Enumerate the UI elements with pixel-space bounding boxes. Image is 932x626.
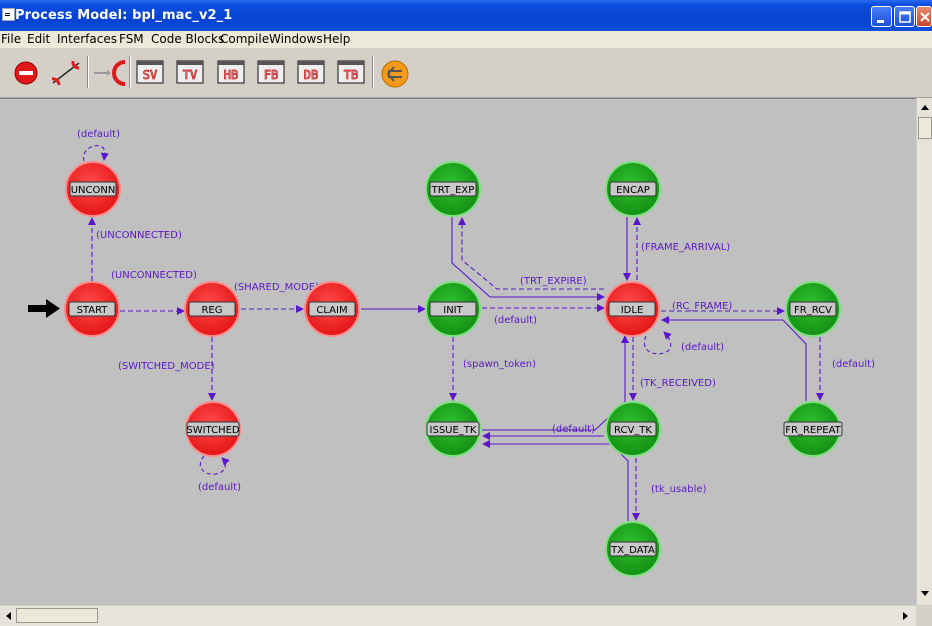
menu-bar: File Edit Interfaces FSM Code Blocks Com…: [0, 31, 932, 48]
menu-edit[interactable]: Edit: [27, 32, 51, 46]
transition-idle-default[interactable]: [644, 331, 672, 355]
state-encap[interactable]: ENCAP: [605, 161, 661, 217]
svg-text:SWITCHED: SWITCHED: [186, 425, 240, 436]
transition-label: (tk_usable): [651, 484, 707, 495]
transition-label: (default): [832, 359, 875, 370]
svg-text:RCV_TK: RCV_TK: [614, 425, 652, 436]
svg-text:IDLE: IDLE: [621, 305, 644, 316]
svg-text:FR_RCV: FR_RCV: [794, 305, 832, 316]
toolbar-separator: [87, 56, 89, 88]
svg-text:HB: HB: [224, 68, 238, 82]
state-trt-exp[interactable]: TRT_EXP: [425, 161, 481, 217]
svg-text:TV: TV: [183, 68, 197, 82]
maximize-button[interactable]: [894, 6, 915, 27]
toolbar: SV TV HB FB DB TB: [0, 48, 932, 98]
initial-state-icon[interactable]: [93, 60, 127, 86]
transition-label: (spawn_token): [463, 359, 536, 370]
svg-text:ENCAP: ENCAP: [616, 185, 650, 196]
state-issue-tk[interactable]: ISSUE_TK: [425, 401, 481, 457]
transition-label: (default): [77, 129, 120, 140]
state-claim[interactable]: CLAIM: [304, 281, 360, 337]
compile-icon[interactable]: [380, 59, 410, 89]
menu-fsm[interactable]: FSM: [119, 32, 144, 46]
scroll-down-icon[interactable]: [920, 590, 930, 598]
toolbar-separator: [372, 56, 374, 88]
fsm-diagram[interactable]: (default) (UNCONNECTED) (UNCONNECTED) (S…: [0, 98, 916, 605]
svg-text:DB: DB: [304, 68, 318, 82]
scroll-right-icon[interactable]: [902, 611, 910, 621]
transition-label: (default): [494, 315, 537, 326]
state-reg[interactable]: REG: [184, 281, 240, 337]
app-icon[interactable]: [2, 8, 15, 21]
menu-help[interactable]: Help: [323, 32, 351, 46]
scroll-up-icon[interactable]: [920, 103, 930, 111]
svg-text:TRT_EXP: TRT_EXP: [431, 185, 475, 196]
toolbar-separator: [129, 56, 131, 88]
minimize-button[interactable]: [871, 6, 892, 27]
window-title: Process Model: bpl_mac_v2_1: [15, 8, 233, 23]
transition-label: (UNCONNECTED): [96, 230, 182, 241]
transition-label: (FRAME_ARRIVAL): [641, 242, 730, 253]
transition-label: (UNCONNECTED): [111, 270, 197, 281]
transition-label: (TRT_EXPIRE): [520, 276, 587, 287]
function-block-button[interactable]: FB: [257, 60, 285, 84]
svg-text:START: START: [77, 305, 109, 316]
stop-icon[interactable]: [13, 61, 41, 85]
transition-frrepeat-idle[interactable]: [661, 316, 807, 401]
transition-label: (RC_FRAME): [672, 301, 732, 312]
initial-state-arrow: [28, 299, 60, 318]
svg-text:ISSUE_TK: ISSUE_TK: [430, 425, 477, 436]
transition-trtexp-idle[interactable]: [451, 217, 605, 301]
horizontal-scrollbar[interactable]: [0, 605, 916, 626]
horizontal-scroll-thumb[interactable]: [16, 608, 98, 623]
state-unconn[interactable]: UNCONN: [65, 161, 121, 217]
transition-label: (TK_RECEIVED): [640, 378, 716, 389]
transition-label: (SWITCHED_MODE): [118, 361, 215, 372]
menu-windows[interactable]: Windows: [269, 32, 323, 46]
svg-text:FR_REPEAT: FR_REPEAT: [785, 425, 841, 436]
svg-text:CLAIM: CLAIM: [316, 305, 347, 316]
menu-interfaces[interactable]: Interfaces: [57, 32, 117, 46]
svg-text:TX_DATA: TX_DATA: [610, 545, 655, 556]
transition-issuetk-idle[interactable]: [482, 335, 629, 431]
state-switched[interactable]: SWITCHED: [185, 401, 241, 457]
svg-text:TB: TB: [344, 68, 358, 82]
menu-code-blocks[interactable]: Code Blocks: [151, 32, 225, 46]
state-fr-rcv[interactable]: FR_RCV: [785, 281, 841, 337]
menu-compile[interactable]: Compile: [220, 32, 270, 46]
transition-label: (default): [681, 342, 724, 353]
svg-text:FB: FB: [264, 68, 278, 82]
transition-label: (default): [198, 482, 241, 493]
transition-switched-default[interactable]: [199, 455, 230, 475]
svg-text:REG: REG: [201, 305, 222, 316]
transition-icon[interactable]: [49, 59, 85, 87]
scrollbar-corner: [916, 605, 932, 625]
transition-unconn-default[interactable]: [83, 145, 109, 162]
state-variables-button[interactable]: SV: [136, 60, 164, 84]
svg-text:SV: SV: [143, 68, 157, 82]
state-fr-repeat[interactable]: FR_REPEAT: [783, 401, 843, 457]
state-rcv-tk[interactable]: RCV_TK: [605, 401, 661, 457]
transition-txdata-issuetk[interactable]: [482, 440, 629, 521]
title-bar: Process Model: bpl_mac_v2_1: [0, 0, 932, 31]
transition-label: (default): [552, 424, 595, 435]
termination-block-button[interactable]: TB: [337, 60, 365, 84]
vertical-scroll-thumb[interactable]: [918, 117, 932, 139]
state-start[interactable]: START: [64, 281, 120, 337]
state-idle[interactable]: IDLE: [604, 281, 660, 337]
transition-label: (SHARED_MODE): [234, 282, 319, 293]
svg-text:UNCONN: UNCONN: [71, 185, 116, 196]
state-init[interactable]: INIT: [425, 281, 481, 337]
header-block-button[interactable]: HB: [217, 60, 245, 84]
diagnostic-block-button[interactable]: DB: [297, 60, 325, 84]
scroll-left-icon[interactable]: [4, 611, 12, 621]
close-button[interactable]: [916, 6, 932, 27]
temporary-variables-button[interactable]: TV: [176, 60, 204, 84]
vertical-scrollbar[interactable]: [916, 98, 932, 605]
transition-idle-trtexp[interactable]: [458, 217, 604, 290]
menu-file[interactable]: File: [1, 32, 22, 46]
state-tx-data[interactable]: TX_DATA: [605, 521, 661, 577]
svg-text:INIT: INIT: [443, 305, 463, 316]
